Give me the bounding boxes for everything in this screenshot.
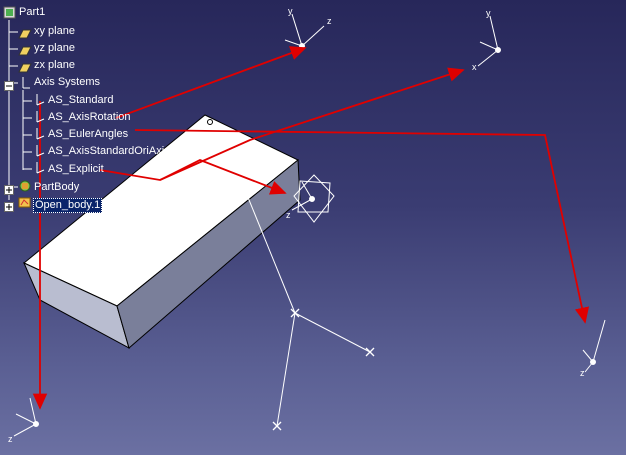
pad-side-face[interactable]: [116, 158, 301, 349]
axis-system-glyph-euler[interactable]: [582, 319, 606, 373]
tree-item-as-axisstandardoriaxisdir[interactable]: AS_AxisStandardOriAxisDir: [48, 145, 184, 157]
tree-root-label[interactable]: Part1: [19, 6, 46, 18]
axis-letters: z y y x z z z: [8, 6, 585, 444]
tree-item-part-body[interactable]: PartBody: [34, 181, 80, 193]
axis-system-icon: [33, 110, 45, 128]
axis-label-z: z: [286, 210, 291, 220]
axis-system-icon: [33, 127, 45, 145]
axis-label-z: z: [580, 368, 585, 378]
annotation-arrows: [32, 46, 590, 410]
axis-label-y: y: [288, 6, 293, 16]
plane-icon: [18, 43, 32, 61]
part-body-icon: [18, 180, 32, 198]
plane-icon: [18, 26, 32, 44]
axis-system-icon: [33, 161, 45, 179]
tree-item-yz-plane[interactable]: yz plane: [34, 42, 75, 54]
tree-item-as-standard[interactable]: AS_Standard: [48, 94, 114, 106]
plane-icon: [18, 60, 32, 78]
arrow-as-standard: [115, 46, 307, 119]
open-body-icon: [18, 196, 32, 214]
expand-minus-icon[interactable]: [4, 78, 14, 96]
axis-system-icon: [33, 93, 45, 111]
tree-item-as-explicit[interactable]: AS_Explicit: [48, 163, 104, 175]
pad-vertex-marker: [207, 119, 213, 125]
expand-plus-icon[interactable]: [4, 199, 14, 217]
expand-plus-icon[interactable]: [4, 182, 14, 200]
axis-label-x: x: [472, 62, 477, 72]
axis-system-glyph-standard[interactable]: [284, 13, 325, 49]
axis-system-icon: [19, 76, 31, 94]
wireframe-point-markers: [272, 308, 375, 431]
arrow-as-explicit: [99, 159, 287, 195]
tree-item-axis-systems[interactable]: Axis Systems: [34, 76, 101, 88]
tree-item-as-eulerangles[interactable]: AS_EulerAngles: [48, 128, 129, 140]
arrow-as-eulerangles: [134, 129, 590, 324]
tree-item-as-axisrotation[interactable]: AS_AxisRotation: [48, 111, 131, 123]
tree-item-zx-plane[interactable]: zx plane: [34, 59, 75, 71]
tree-item-xy-plane[interactable]: xy plane: [34, 25, 75, 37]
axis-system-icon: [33, 144, 45, 162]
axis-system-glyph-rotation[interactable]: [477, 15, 501, 67]
axis-label-y: y: [486, 8, 491, 18]
tree-item-open-body[interactable]: Open_body.1: [33, 198, 103, 213]
part-icon[interactable]: [3, 6, 16, 24]
axis-label-z: z: [8, 434, 13, 444]
arrow-as-axisrotation: [159, 67, 465, 181]
axis-label-z: z: [327, 16, 332, 26]
axis-system-glyph-standard-ori[interactable]: [13, 397, 39, 437]
open-body-wireframe[interactable]: [244, 189, 371, 427]
axis-system-glyph-explicit[interactable]: [291, 174, 335, 223]
pad-solid[interactable]: [23, 114, 301, 350]
